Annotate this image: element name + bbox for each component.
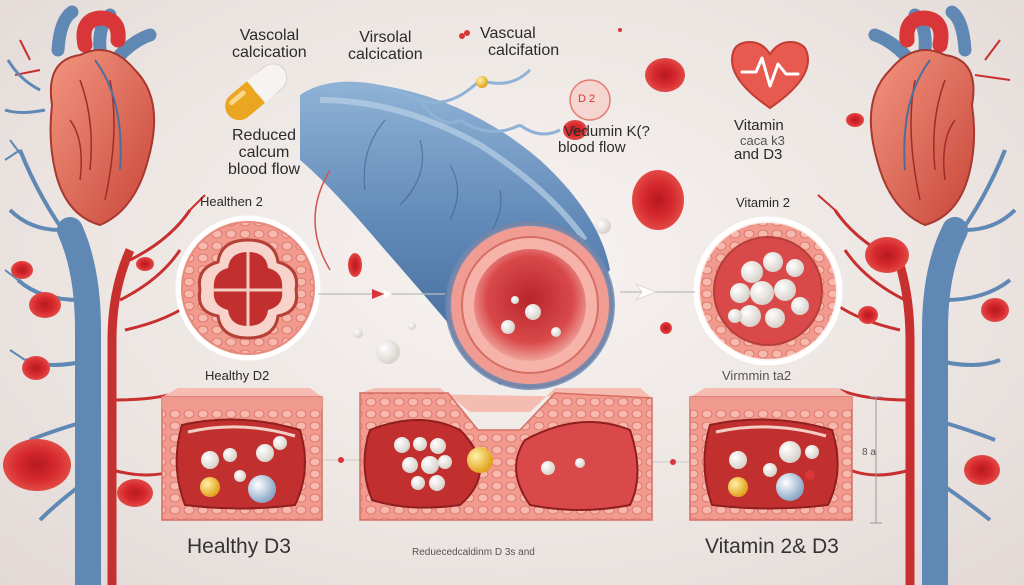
d2-badge-circle bbox=[569, 79, 611, 121]
title-3: Vascual calcifation bbox=[474, 25, 560, 60]
title-1-line2: calcication bbox=[232, 43, 307, 61]
heart-pulse-icon bbox=[730, 40, 810, 110]
red-blood-cells bbox=[3, 58, 1009, 507]
label-vitamin-mid: Virmmin ta2 bbox=[722, 368, 792, 383]
title-2: Virsolal calcication bbox=[348, 29, 423, 64]
left-caption-line1: Reduced bbox=[232, 127, 297, 144]
capsule-icon bbox=[225, 63, 288, 121]
d2-badge: D 2 bbox=[578, 93, 596, 105]
left-caption: Reduced calcum blood flow bbox=[228, 127, 301, 178]
label-vitamin-2: Vitamin 2 bbox=[736, 195, 790, 210]
right-cross-section-inset bbox=[693, 216, 843, 366]
right-top-caption-line2: caca k3 bbox=[740, 132, 785, 148]
title-2-line2: calcication bbox=[348, 45, 423, 63]
title-3-line1: Vascual bbox=[480, 25, 536, 42]
right-top-caption-line1: Vitamin bbox=[734, 117, 784, 134]
left-cross-section-inset bbox=[175, 215, 321, 361]
left-caption-line3: blood flow bbox=[228, 160, 301, 178]
bottom-center-caption-2: Reduecedcaldinm D 3s and bbox=[412, 547, 535, 558]
bottom-right-caption: Vitamin 2& D3 bbox=[705, 535, 839, 558]
title-1: Vascolal calcication bbox=[232, 27, 307, 62]
right-top-caption: Vitamin caca k3 and D3 bbox=[734, 118, 785, 163]
right-mid-caption-line2: blood flow bbox=[558, 138, 626, 156]
title-2-line1: Virsolal bbox=[359, 29, 412, 46]
left-heart bbox=[49, 5, 157, 227]
connector-arrows bbox=[318, 282, 882, 524]
right-mid-caption-line1: Vedumin K(? bbox=[564, 123, 650, 140]
right-mid-caption: Vedumin K(? blood flow bbox=[558, 124, 650, 156]
tissue-block-right bbox=[689, 388, 853, 521]
arrow-right-icon bbox=[634, 282, 658, 302]
tissue-block-center bbox=[359, 388, 653, 521]
right-top-caption-line3: and D3 bbox=[734, 146, 783, 164]
title-1-line1: Vascolal bbox=[239, 27, 299, 44]
label-healthy-mid: Healthy D2 bbox=[205, 368, 270, 383]
scale-label: 8 a bbox=[862, 447, 876, 458]
left-vascular-tree bbox=[4, 5, 213, 585]
right-heart bbox=[868, 5, 976, 227]
label-healthy-top: Healthen 2 bbox=[200, 194, 263, 209]
title-3-line2: calcifation bbox=[488, 41, 560, 59]
tissue-block-left bbox=[161, 388, 323, 521]
bottom-left-caption: Healthy D3 bbox=[187, 535, 291, 558]
floating-calcium-particles bbox=[353, 33, 611, 364]
left-caption-line2: calcum bbox=[238, 143, 290, 161]
central-artery bbox=[300, 68, 615, 390]
